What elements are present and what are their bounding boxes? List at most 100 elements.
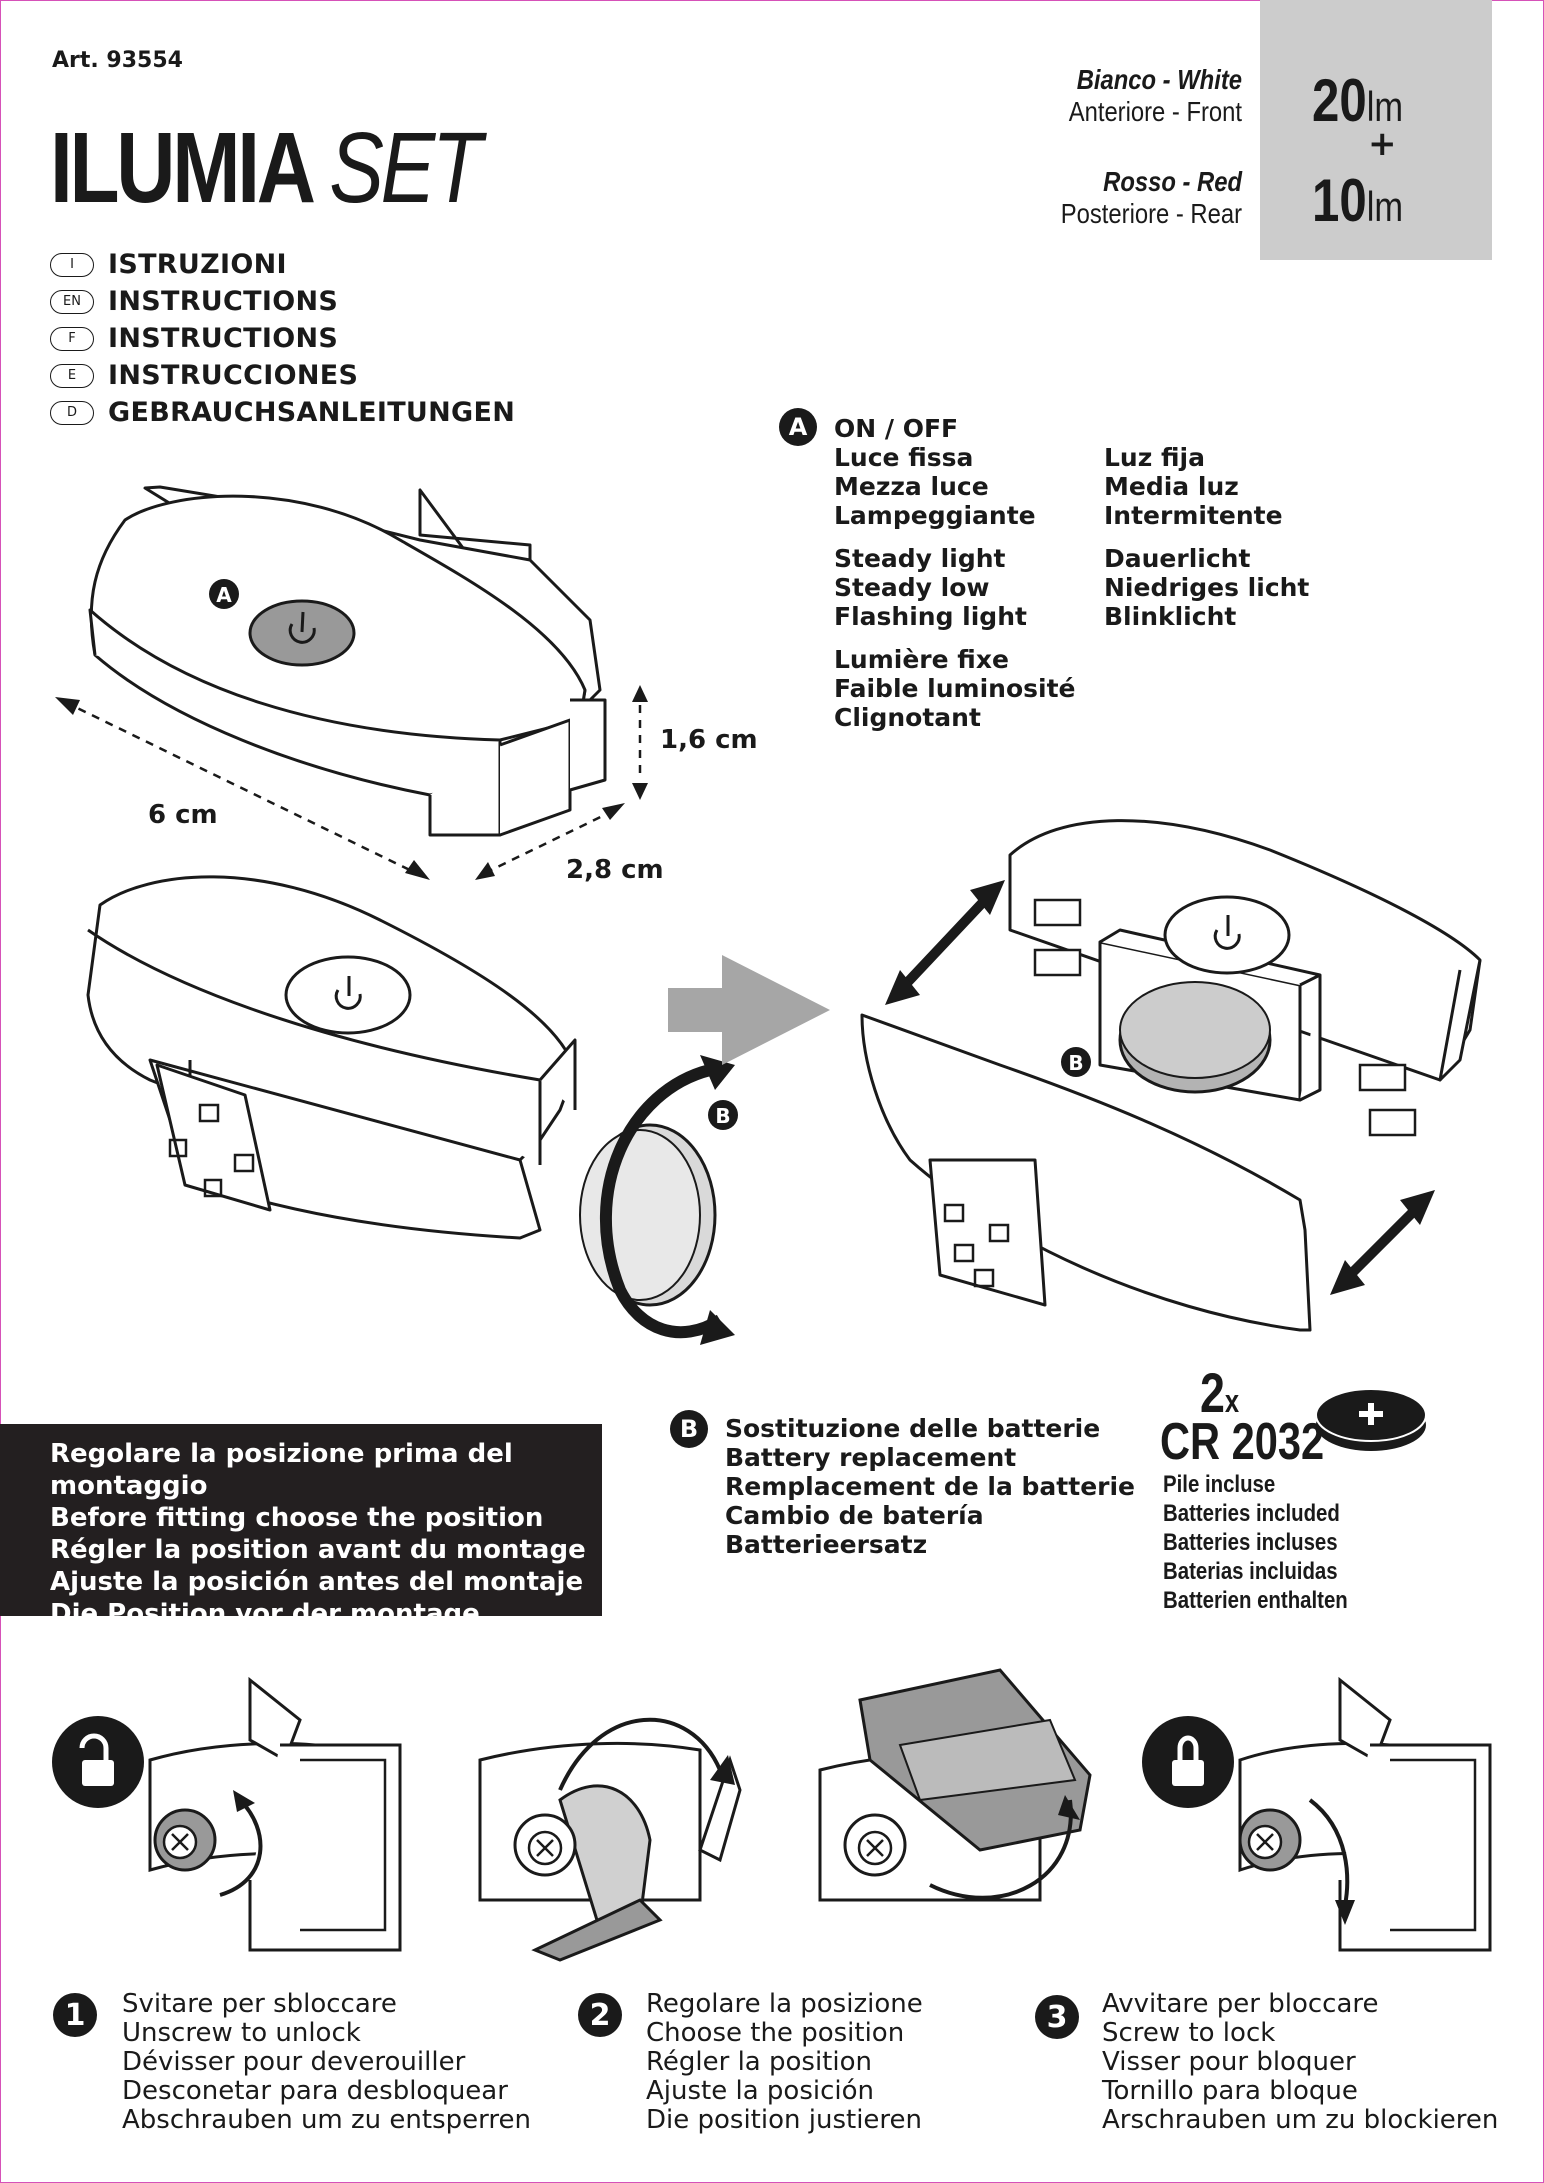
mode-line: Steady light [834, 544, 1006, 573]
height-dimension: 1,6 cm [660, 725, 758, 755]
language-row: EN INSTRUCTIONS [50, 283, 515, 320]
step-line: Ajuste la posición [646, 2076, 874, 2106]
mode-line: Blinklicht [1104, 602, 1237, 631]
product-title: ILUMIA SET [50, 118, 482, 218]
step-line: Visser pour bloquer [1102, 2047, 1356, 2077]
rear-position: Posteriore - Rear [1060, 198, 1242, 229]
notice-line: Before fitting choose the position [50, 1503, 544, 1533]
step-line: Svitare per sbloccare [122, 1989, 397, 2019]
language-label: INSTRUCCIONES [108, 360, 359, 391]
mode-group-fr: Lumière fixe Faible luminosité Clignotan… [834, 645, 1076, 732]
battery-replacement-text: Sostituzione delle batterie Battery repl… [725, 1414, 1135, 1559]
article-number: Art. 93554 [52, 48, 183, 73]
step-line: Unscrew to unlock [122, 2018, 361, 2048]
step-line: Dévisser pour deverouiller [122, 2047, 466, 2077]
mode-group-it: Luce fissa Mezza luce Lampeggiante [834, 443, 1076, 530]
mode-line: Mezza luce [834, 472, 989, 501]
step-4-illustration [1142, 1676, 1492, 1952]
step-3-text: Avvitare per bloccare Screw to lock Viss… [1102, 1990, 1498, 2135]
battery-count-x: x [1224, 1383, 1240, 1419]
step-line: Screw to lock [1102, 2018, 1276, 2048]
language-label: GEBRAUCHSANLEITUNGEN [108, 397, 516, 428]
lumen-box: 20lm + 10 lm [1260, 0, 1492, 260]
included-line: Batterien enthalten [1163, 1587, 1348, 1614]
language-row: I ISTRUZIONI [50, 246, 515, 283]
mode-line: Intermitente [1104, 501, 1283, 530]
included-line: Baterias incluidas [1163, 1558, 1338, 1585]
front-lumen-value: 20lm [1312, 66, 1403, 135]
section-a-column-1: ON / OFF Luce fissa Mezza luce Lampeggia… [834, 414, 1076, 746]
front-lumen-number: 20 [1312, 67, 1367, 134]
mode-line: Niedriges licht [1104, 573, 1310, 602]
notice-line: Die Position vor der montage justieren [50, 1599, 480, 1661]
included-line: Pile incluse [1163, 1471, 1276, 1498]
battery-model: CR 2032 [1160, 1413, 1325, 1471]
battery-count: 2x [1200, 1360, 1239, 1425]
notice-line: Régler la position avant du montage [50, 1535, 586, 1565]
step-number-2: 2 [578, 1993, 622, 2037]
language-code-badge: D [50, 400, 94, 425]
mode-group-en: Steady light Steady low Flashing light [834, 544, 1076, 631]
position-notice-box: Regolare la posizione prima del montaggi… [0, 1424, 602, 1661]
label-b-coin: B [715, 1104, 730, 1128]
battery-line: Remplacement de la batterie [725, 1472, 1135, 1501]
lumen-plus: + [1368, 124, 1397, 164]
power-icon [334, 989, 362, 1010]
title-main: ILUMIA [50, 112, 313, 224]
step-2-illustration [478, 1717, 742, 1962]
mode-line: Dauerlicht [1104, 544, 1251, 573]
mode-group-de: Dauerlicht Niedriges licht Blinklicht [1104, 544, 1309, 631]
battery-count-number: 2 [1200, 1361, 1225, 1424]
step-line: Desconetar para desbloquear [122, 2076, 508, 2106]
step-2-text: Regolare la posizione Choose the positio… [646, 1990, 923, 2135]
grey-arrow-icon [668, 955, 830, 1065]
step-line: Die position justieren [646, 2105, 923, 2135]
step-1-illustration [52, 1676, 402, 1952]
rear-color: Rosso - Red [1103, 166, 1242, 197]
step-line: Tornillo para bloque [1102, 2076, 1358, 2106]
mode-line: Lumière fixe [834, 645, 1009, 674]
label-a: A [216, 583, 232, 607]
lumen-unit: lm [1366, 83, 1404, 130]
rear-lumen-number: 10 [1312, 167, 1367, 234]
included-line: Batteries incluses [1163, 1529, 1338, 1556]
language-code-badge: F [50, 326, 94, 351]
language-row: D GEBRAUCHSANLEITUNGEN [50, 394, 515, 431]
mode-line: Lampeggiante [834, 501, 1036, 530]
step-line: Regolare la posizione [646, 1989, 923, 2019]
language-label: ISTRUZIONI [108, 249, 287, 280]
step-line: Arschrauben um zu blockieren [1102, 2105, 1499, 2135]
language-row: E INSTRUCCIONES [50, 357, 515, 394]
language-list: I ISTRUZIONI EN INSTRUCTIONS F INSTRUCTI… [50, 246, 515, 431]
mode-line: Steady low [834, 573, 990, 602]
language-code-badge: EN [50, 289, 94, 314]
mode-line: Flashing light [834, 602, 1027, 631]
step-line: Avvitare per bloccare [1102, 1989, 1379, 2019]
notice-line: Regolare la posizione prima del montaggi… [50, 1439, 513, 1501]
battery-line: Battery replacement [725, 1443, 1017, 1472]
step-3-illustration [818, 1668, 1092, 1902]
marker-a: A [779, 408, 817, 446]
rear-light-label: Rosso - Red Posteriore - Rear [1000, 166, 1242, 230]
mode-line: Media luz [1104, 472, 1239, 501]
step-line: Choose the position [646, 2018, 905, 2048]
step-line: Abschrauben um zu entsperren [122, 2105, 531, 2135]
notice-line: Ajuste la posición antes del montaje [50, 1567, 584, 1597]
battery-line: Sostituzione delle batterie [725, 1414, 1101, 1443]
mode-line: Luce fissa [834, 443, 974, 472]
step-line: Régler la position [646, 2047, 872, 2077]
language-row: F INSTRUCTIONS [50, 320, 515, 357]
mode-line: Faible luminosité [834, 674, 1076, 703]
power-icon [1213, 929, 1241, 950]
language-code-badge: I [50, 252, 94, 277]
coin-cell-icon [1315, 1388, 1427, 1451]
depth-dimension: 2,8 cm [566, 855, 664, 885]
front-color: Bianco - White [1076, 64, 1242, 95]
title-set: SET [329, 112, 482, 224]
front-light-label: Bianco - White Anteriore - Front [1000, 64, 1242, 128]
mode-line: Luz fija [1104, 443, 1205, 472]
mode-line: Clignotant [834, 703, 981, 732]
